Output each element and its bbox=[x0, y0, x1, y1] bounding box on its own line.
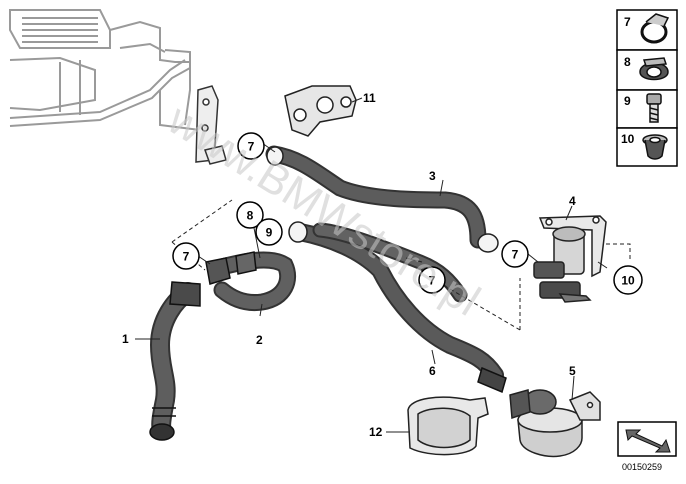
svg-text:10: 10 bbox=[621, 274, 635, 288]
cable-clip-icon bbox=[639, 57, 669, 81]
label-4[interactable]: 4 bbox=[569, 194, 576, 208]
holder-12 bbox=[407, 396, 489, 456]
svg-text:7: 7 bbox=[183, 250, 190, 264]
diagram-id: 00150259 bbox=[622, 462, 662, 472]
label-1[interactable]: 1 bbox=[122, 332, 129, 346]
frame-bracket bbox=[195, 85, 227, 165]
callout-10[interactable]: 10 bbox=[613, 265, 643, 295]
callout-8[interactable]: 8 bbox=[236, 201, 264, 229]
label-11[interactable]: 11 bbox=[363, 91, 376, 105]
legend-number-10: 10 bbox=[621, 132, 635, 146]
arrow-icon bbox=[625, 429, 671, 453]
hex-bolt-icon bbox=[646, 93, 662, 123]
pump-5 bbox=[509, 389, 601, 458]
direction-arrow-box bbox=[617, 421, 677, 457]
hose-3 bbox=[265, 145, 499, 253]
grommet-nut-icon bbox=[642, 134, 668, 160]
svg-text:8: 8 bbox=[247, 209, 254, 223]
svg-text:7: 7 bbox=[248, 140, 255, 154]
label-3[interactable]: 3 bbox=[429, 169, 436, 183]
label-5[interactable]: 5 bbox=[569, 364, 576, 378]
label-12[interactable]: 12 bbox=[369, 425, 383, 439]
hose-1 bbox=[149, 281, 201, 441]
hose-clamp-icon bbox=[640, 13, 670, 44]
hose-2 bbox=[205, 251, 297, 312]
legend-number-9: 9 bbox=[624, 94, 631, 108]
valve-4 bbox=[533, 215, 607, 303]
svg-text:7: 7 bbox=[512, 248, 519, 262]
legend-panel: 7 8 9 10 bbox=[616, 9, 678, 167]
label-2[interactable]: 2 bbox=[256, 333, 263, 347]
callout-7-left[interactable]: 7 bbox=[172, 242, 200, 270]
legend-number-8: 8 bbox=[624, 55, 631, 69]
callout-7-right[interactable]: 7 bbox=[501, 240, 529, 268]
callout-9[interactable]: 9 bbox=[255, 218, 283, 246]
callout-7-top[interactable]: 7 bbox=[237, 132, 265, 160]
legend-number-7: 7 bbox=[624, 15, 631, 29]
watermark-text: www.BMWstore.pl bbox=[159, 94, 489, 325]
svg-text:7: 7 bbox=[429, 274, 436, 288]
label-6[interactable]: 6 bbox=[429, 364, 436, 378]
svg-text:9: 9 bbox=[266, 226, 273, 240]
callout-7-middle[interactable]: 7 bbox=[418, 266, 446, 294]
heater-core-frame bbox=[9, 9, 201, 131]
bracket-11 bbox=[284, 85, 357, 137]
